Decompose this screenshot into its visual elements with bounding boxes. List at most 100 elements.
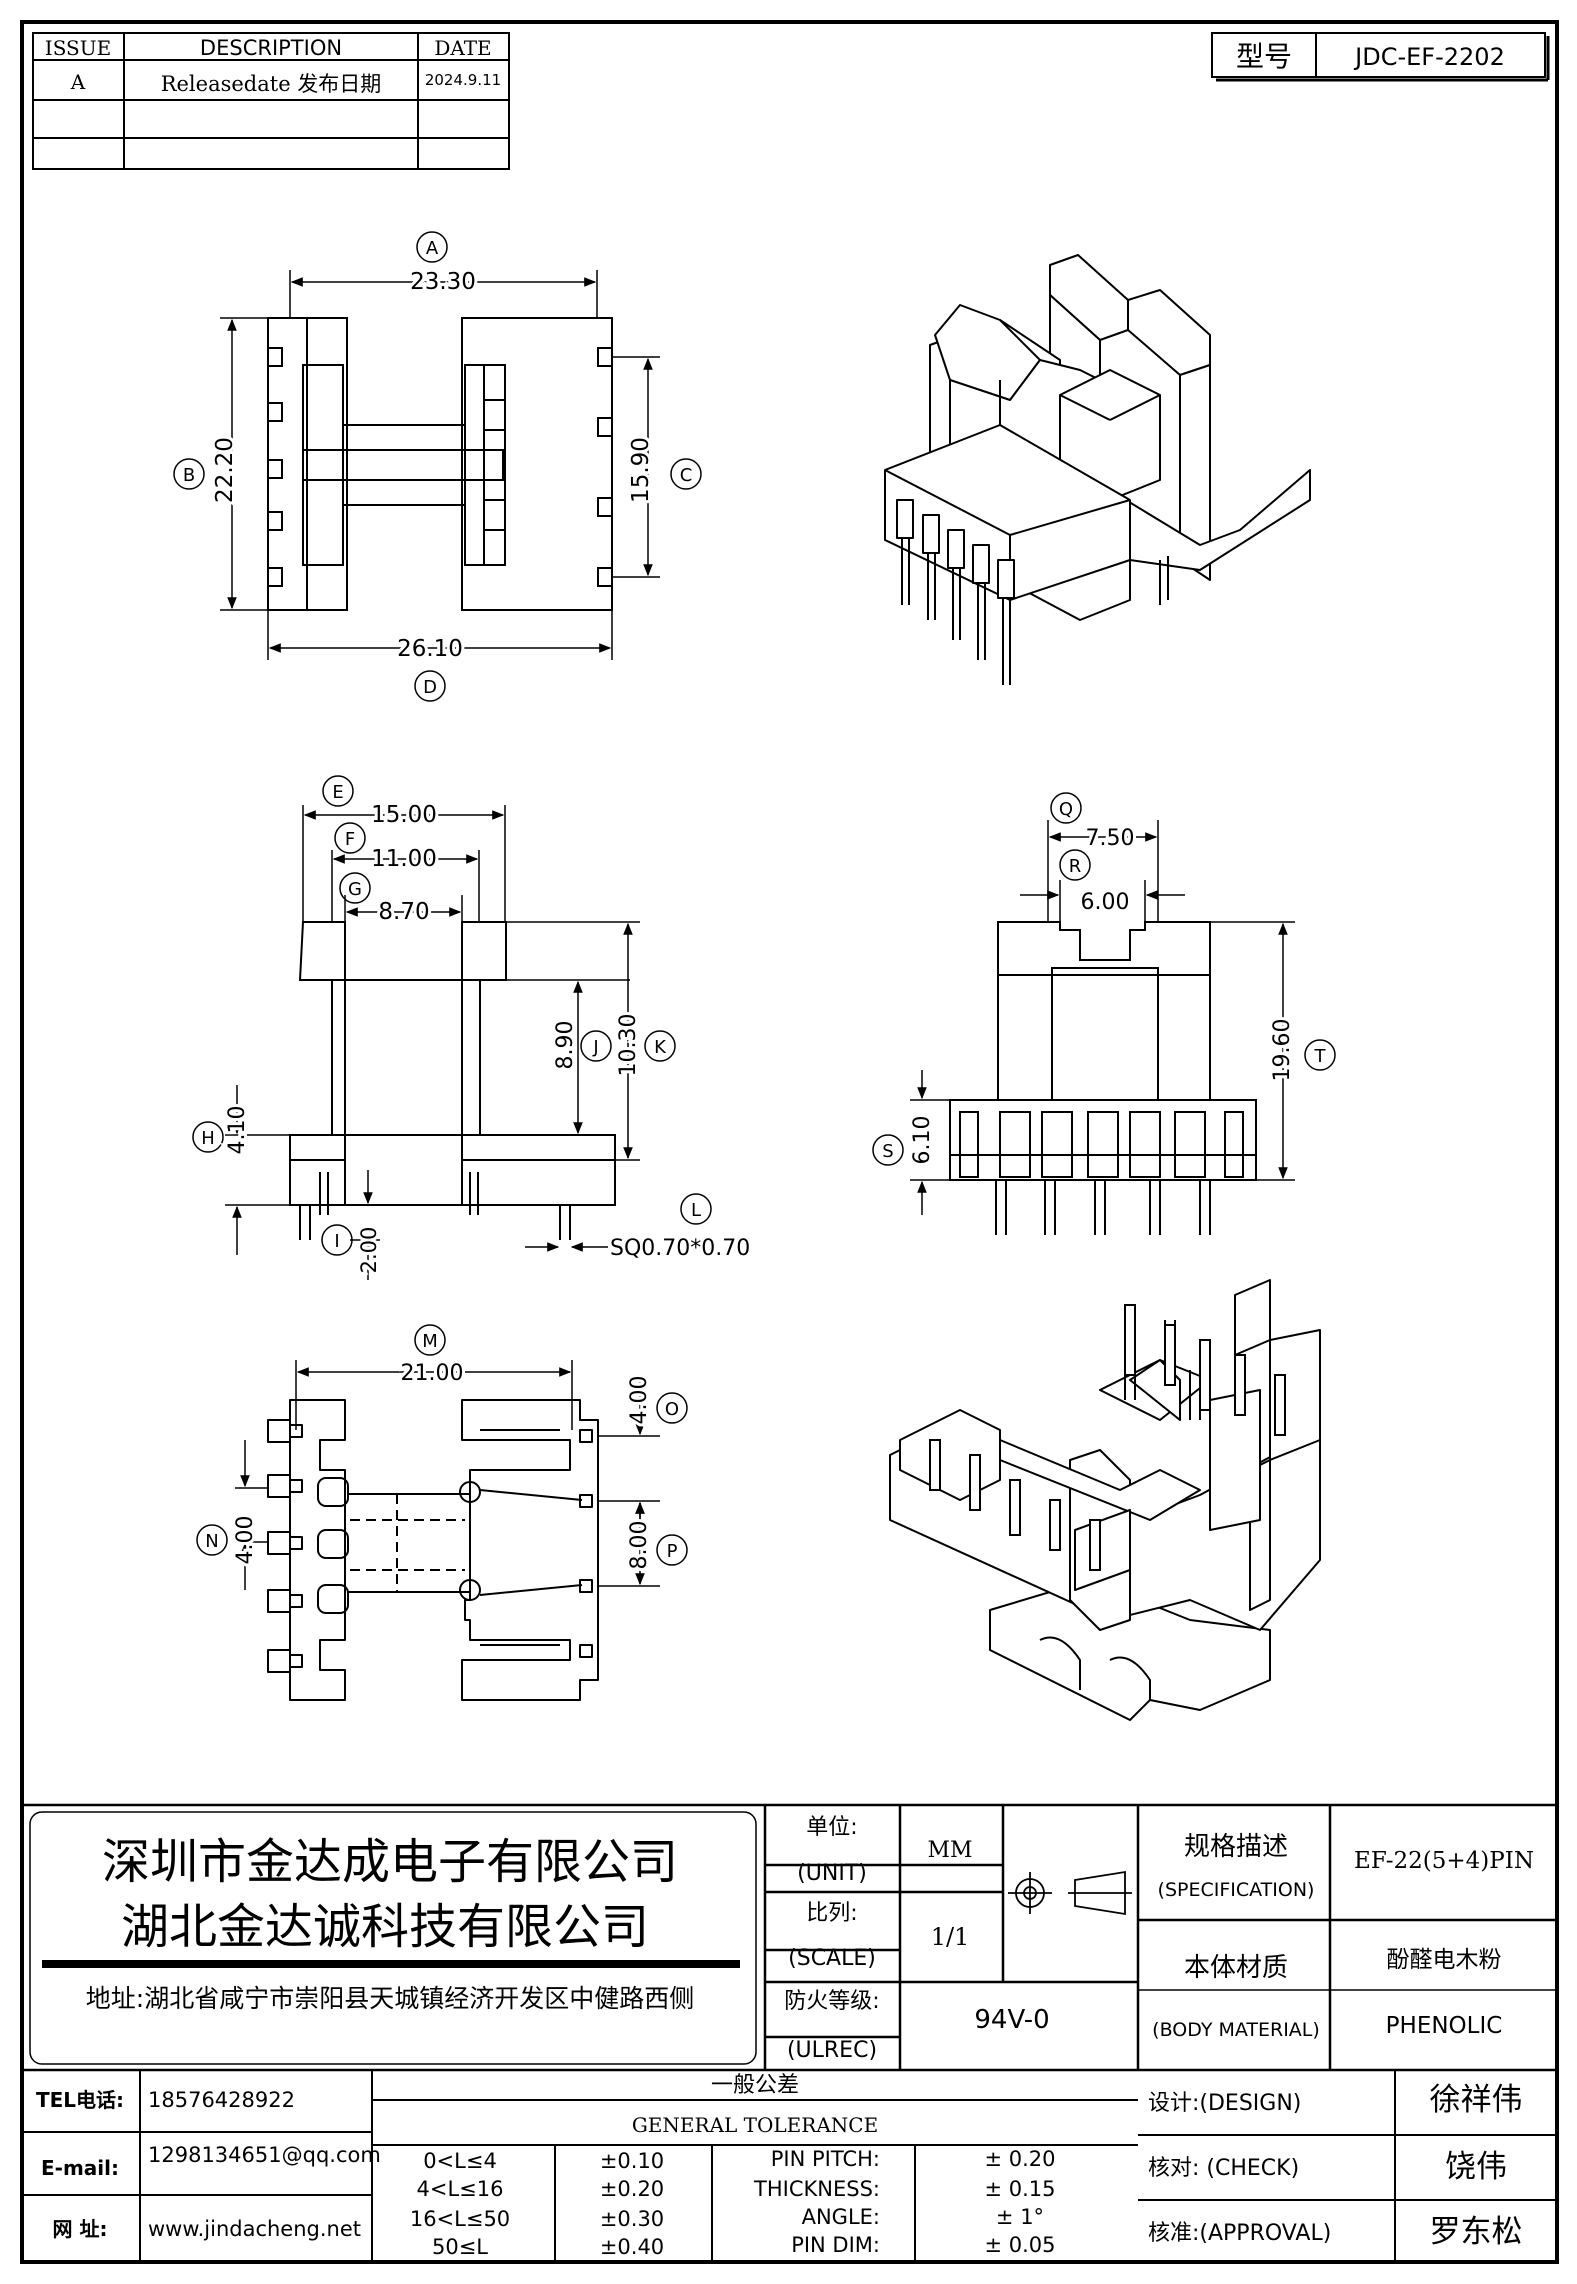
sheet-border xyxy=(20,20,1559,2264)
dim-l-value: SQ0.70*0.70 xyxy=(610,1236,750,1261)
tel-value: 18576428922 xyxy=(148,2088,295,2112)
scale-label-en: (SCALE) xyxy=(788,1946,876,1971)
side-view xyxy=(949,921,1257,1235)
callout-i xyxy=(321,1224,353,1256)
callout-b-letter: B xyxy=(183,465,195,486)
dim-p-value: 8.00 xyxy=(627,1521,652,1570)
web-value: www.jindacheng.net xyxy=(148,2217,361,2241)
dim-e-value: 15.00 xyxy=(371,802,437,828)
callout-s xyxy=(872,1134,904,1166)
email-value: 1298134651@qq.com xyxy=(148,2143,381,2167)
callout-o-letter: O xyxy=(665,1399,679,1420)
callout-r xyxy=(1059,849,1091,881)
dim-c-value: 15.90 xyxy=(628,437,654,503)
design-label: 设计:(DESIGN) xyxy=(1148,2091,1301,2116)
iso-view-bottom xyxy=(889,1279,1321,1721)
callout-n-letter: N xyxy=(205,1531,218,1552)
rev-header-date: DATE xyxy=(434,36,491,60)
design-name: 徐祥伟 xyxy=(1430,2082,1523,2118)
company-name-2: 湖北金达诚科技有限公司 xyxy=(121,1899,649,1955)
dim-line-c xyxy=(612,356,660,578)
iso-view-top xyxy=(884,254,1311,685)
tol-value-1: ±0.10 xyxy=(600,2149,664,2173)
material-value-cn: 酚醛电木粉 xyxy=(1387,1947,1502,1973)
title-block-grid xyxy=(22,1803,1557,2072)
dim-j-value: 8.90 xyxy=(553,1021,578,1070)
callout-c-letter: C xyxy=(680,465,693,486)
dim-line-s xyxy=(910,1070,950,1215)
dim-lines-efg xyxy=(302,805,506,922)
iso-bottom-pins xyxy=(929,1304,1286,1571)
scale-label: 比列: xyxy=(806,1901,857,1926)
tol-value-3: ±0.30 xyxy=(600,2207,664,2231)
callout-q xyxy=(1050,792,1082,824)
ulrec-value: 94V-0 xyxy=(974,2005,1049,2035)
dim-line-i xyxy=(350,1170,380,1280)
tol-other-name-3: ANGLE: xyxy=(802,2205,880,2229)
dim-s-value: 6.10 xyxy=(910,1116,935,1165)
email-label: E-mail: xyxy=(41,2156,119,2180)
dim-line-h xyxy=(225,1085,290,1255)
callout-k xyxy=(644,1030,676,1062)
tel-label: TEL电话: xyxy=(36,2088,124,2112)
approval-label: 核准:(APPROVAL) xyxy=(1148,2221,1331,2246)
top-view-outline xyxy=(267,317,613,611)
callout-s-letter: S xyxy=(882,1141,893,1162)
tol-other-value-2: ± 0.15 xyxy=(984,2177,1055,2201)
model-label: 型号 xyxy=(1236,40,1292,73)
rev-header-description: DESCRIPTION xyxy=(200,36,342,60)
tol-other-value-4: ± 0.05 xyxy=(984,2233,1055,2257)
callout-n xyxy=(196,1524,228,1556)
callout-f-letter: F xyxy=(345,829,355,850)
callout-l xyxy=(680,1193,712,1225)
tol-range-3: 16<L≤50 xyxy=(410,2207,510,2231)
dim-line-p xyxy=(598,1501,660,1587)
callout-j xyxy=(580,1030,612,1062)
model-box xyxy=(1211,32,1550,82)
tolerance-title-cn: 一般公差 xyxy=(711,2073,799,2098)
callout-i-letter: I xyxy=(334,1231,339,1252)
callout-j-letter: J xyxy=(592,1037,598,1058)
ulrec-label-en: (ULREC) xyxy=(787,2038,877,2063)
callout-d xyxy=(414,670,446,702)
spec-value: EF-22(5+4)PIN xyxy=(1354,1848,1534,1874)
tol-other-name-1: PIN PITCH: xyxy=(771,2147,880,2171)
tol-range-2: 4<L≤16 xyxy=(417,2177,504,2201)
unit-value: MM xyxy=(927,1838,972,1863)
tol-value-4: ±0.40 xyxy=(600,2235,664,2259)
dim-t-value: 19.60 xyxy=(1270,1019,1295,1082)
tol-other-value-1: ± 0.20 xyxy=(984,2147,1055,2171)
dim-d-value: 26.10 xyxy=(397,636,463,662)
callout-c xyxy=(670,458,702,490)
callout-m xyxy=(414,1324,446,1356)
dim-n-value: 4.00 xyxy=(233,1516,258,1565)
callout-l-letter: L xyxy=(691,1200,701,1221)
callout-k-letter: K xyxy=(654,1037,667,1058)
dim-line-b xyxy=(220,317,268,611)
tol-other-value-3: ± 1° xyxy=(996,2205,1044,2229)
tol-range-1: 0<L≤4 xyxy=(423,2149,497,2173)
check-name: 饶伟 xyxy=(1445,2149,1507,2185)
dim-i-value: 2.00 xyxy=(357,1227,381,1274)
callout-a xyxy=(416,231,448,263)
dim-line-m xyxy=(295,1360,573,1430)
dim-q-value: 7.50 xyxy=(1086,826,1135,851)
rev-row-description: Releasedate 发布日期 xyxy=(161,72,382,96)
dim-h-value: 4.10 xyxy=(225,1106,250,1155)
scale-value: 1/1 xyxy=(931,1923,970,1951)
dim-f-value: 11.00 xyxy=(371,846,437,872)
dim-lines-qr xyxy=(1020,820,1185,922)
bottom-view xyxy=(267,1399,599,1701)
tolerance-title-en: GENERAL TOLERANCE xyxy=(632,2113,878,2137)
dim-b-value: 22.20 xyxy=(212,437,238,503)
callout-h-letter: H xyxy=(201,1128,215,1149)
dim-line-n xyxy=(235,1440,268,1590)
tol-other-name-2: THICKNESS: xyxy=(753,2177,880,2201)
material-value-en: PHENOLIC xyxy=(1386,2013,1503,2039)
callout-r-letter: R xyxy=(1069,856,1082,877)
rev-row-date: 2024.9.11 xyxy=(425,71,501,89)
dim-o-value: 4.00 xyxy=(627,1376,652,1425)
dim-a-value: 23.30 xyxy=(410,269,476,295)
front-view xyxy=(289,921,616,1240)
